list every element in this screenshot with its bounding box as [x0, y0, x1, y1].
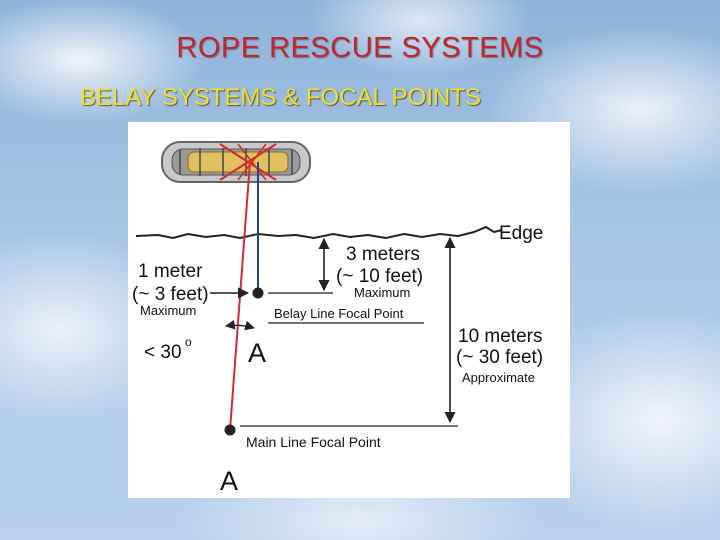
litter-basket-icon	[161, 141, 311, 183]
anchor-lower-label: A	[220, 466, 238, 496]
main-focal-point	[224, 424, 236, 436]
edge-line	[135, 225, 503, 240]
dim-1m-line2: (~ 3 feet)	[132, 284, 209, 305]
dim-3m-qualifier: Maximum	[354, 285, 410, 300]
angle-label: < 30	[144, 342, 182, 363]
dim-3m-line1: 3 meters	[346, 244, 420, 265]
dim-10m-line2: (~ 30 feet)	[456, 347, 543, 368]
dim-10m-line1: 10 meters	[458, 326, 542, 347]
dim-1m-line1: 1 meter	[138, 261, 203, 282]
angle-degree: o	[185, 335, 192, 349]
anchor-upper-label: A	[248, 338, 266, 368]
main-line	[229, 161, 251, 431]
diagram-panel: Edge 3 meters (~ 10 feet) Maximum 1 mete…	[128, 122, 570, 498]
dim-1m-qualifier: Maximum	[140, 303, 196, 318]
dim-3m-line2: (~ 10 feet)	[336, 266, 423, 287]
angle-arc	[225, 319, 255, 331]
edge-label: Edge	[499, 223, 543, 244]
belay-focal-point	[252, 287, 264, 299]
main-focal-label: Main Line Focal Point	[246, 434, 381, 450]
belay-focal-label: Belay Line Focal Point	[274, 306, 404, 321]
slide-title: ROPE RESCUE SYSTEMS	[176, 32, 544, 64]
belay-diagram: Edge 3 meters (~ 10 feet) Maximum 1 mete…	[132, 141, 543, 496]
slide-subtitle: BELAY SYSTEMS & FOCAL POINTS	[80, 84, 482, 111]
dim-10m-qualifier: Approximate	[462, 370, 535, 385]
